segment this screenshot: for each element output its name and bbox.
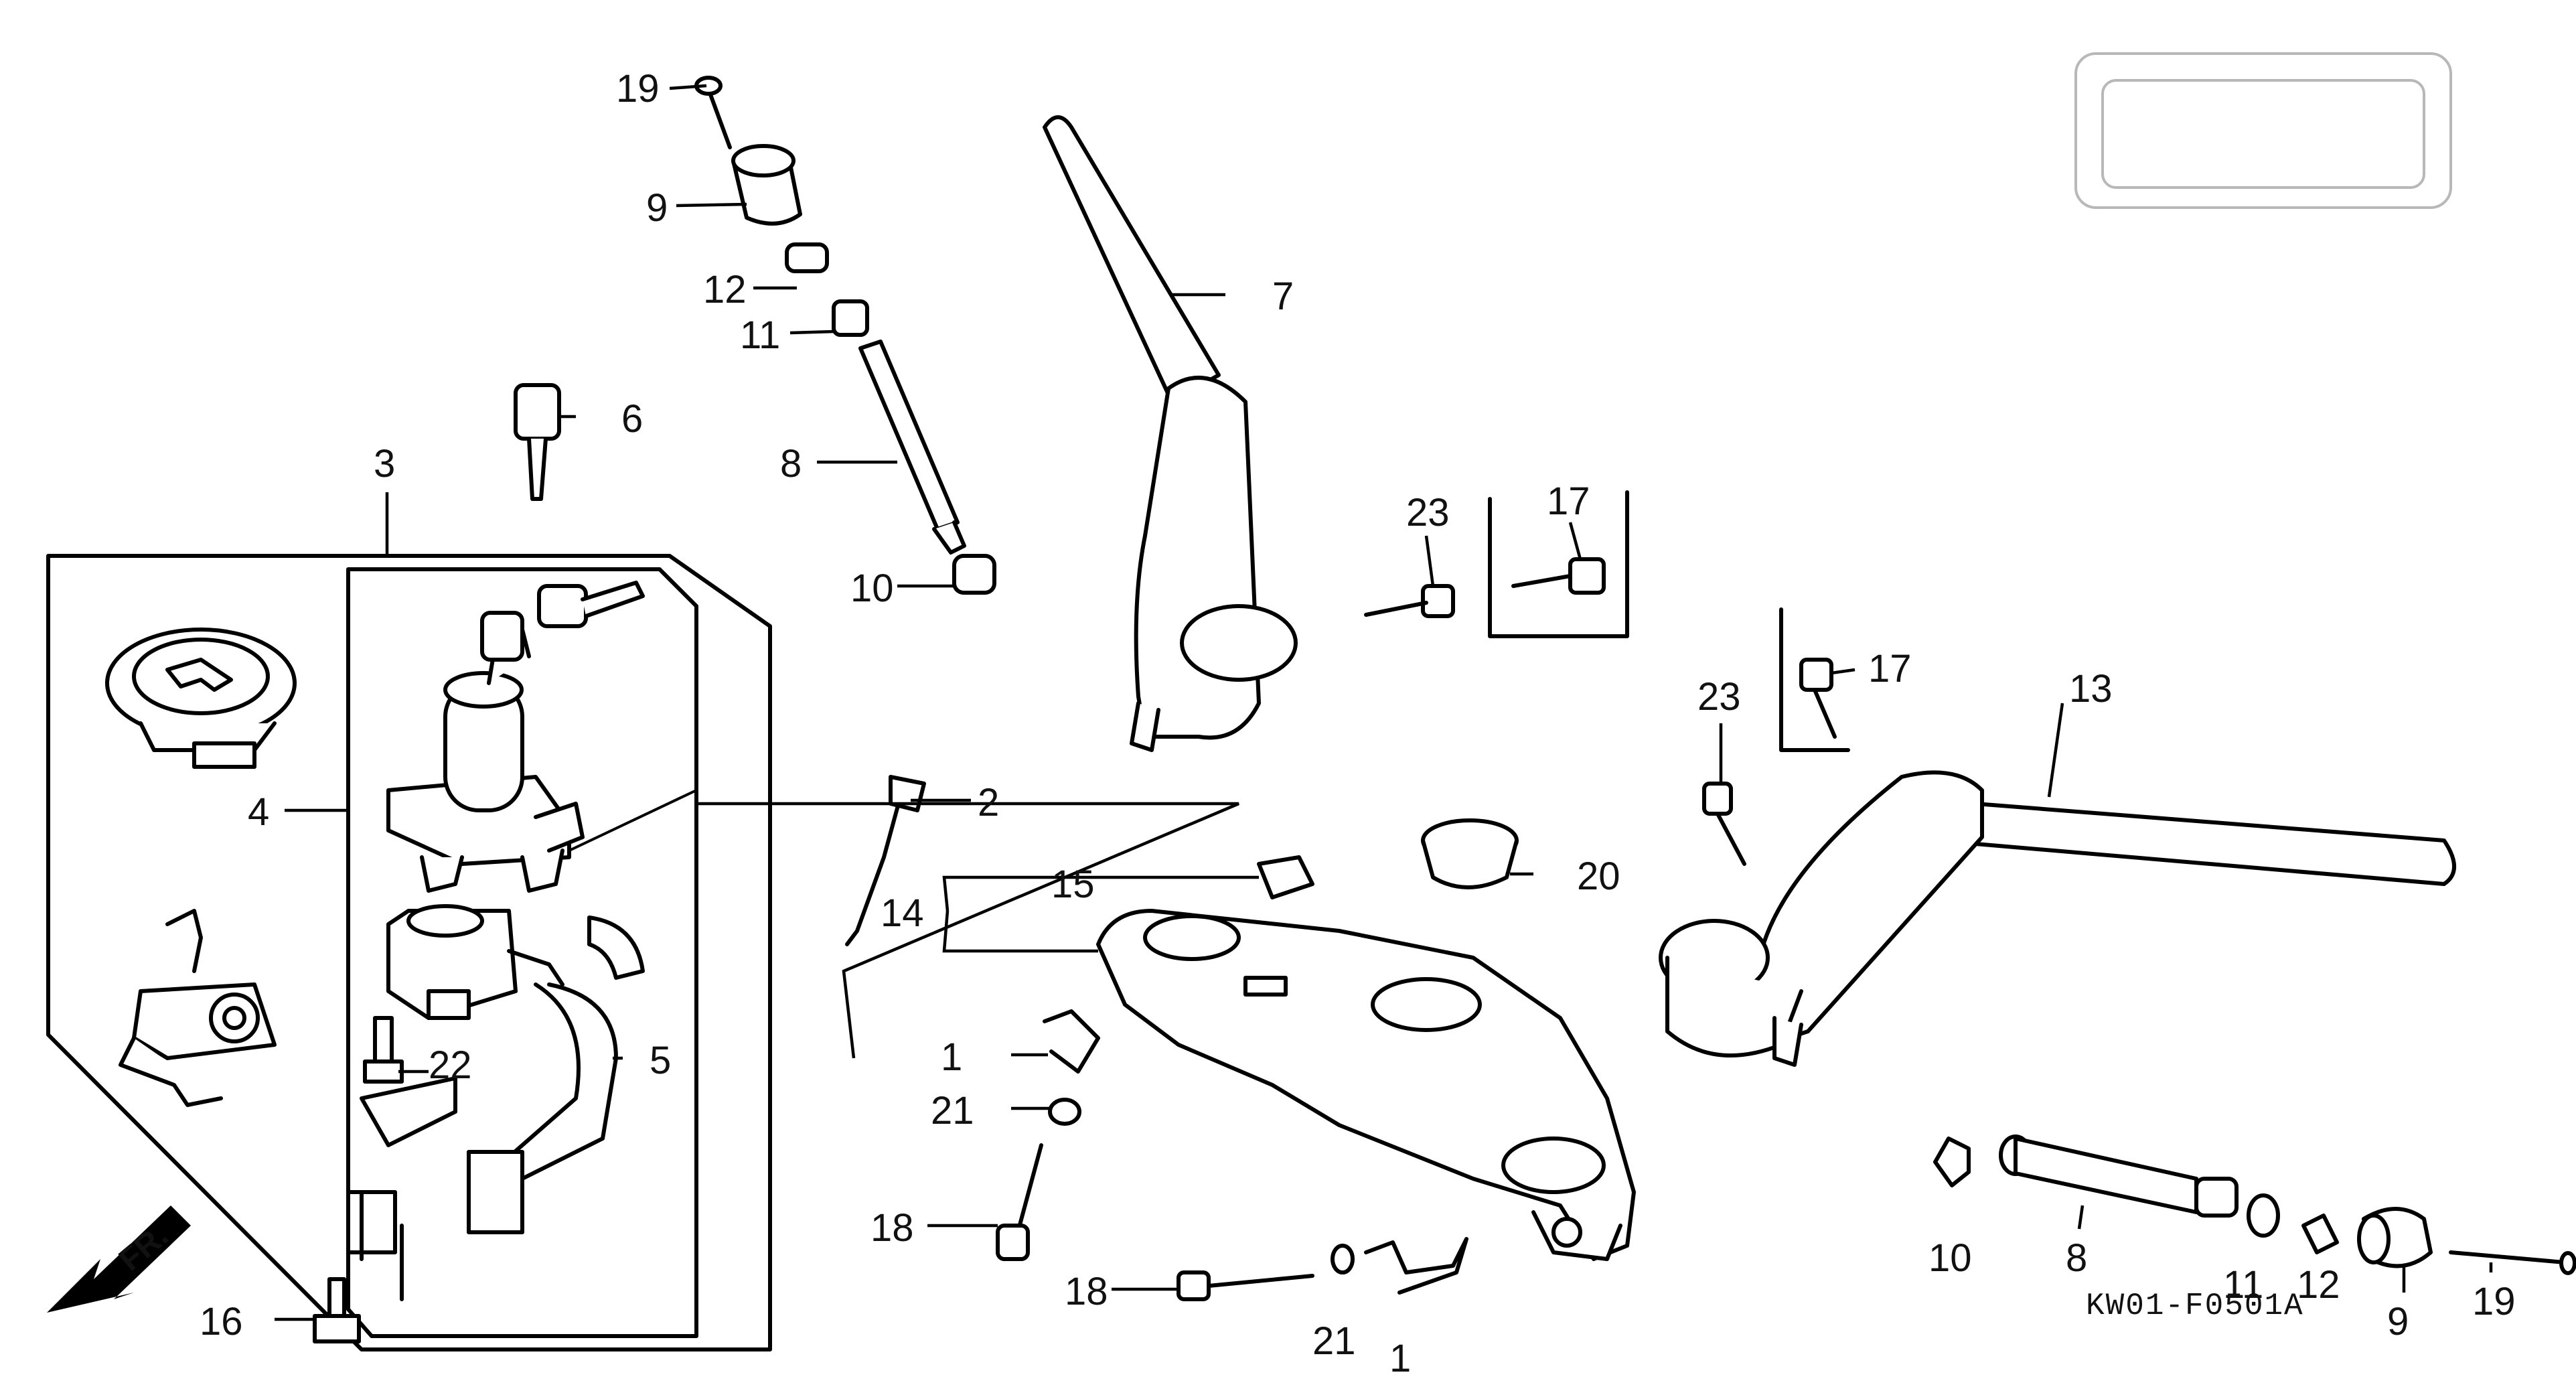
fuel-cap-part bbox=[105, 628, 297, 769]
callout-11-top: 11 bbox=[740, 313, 780, 357]
ignition-switch-part bbox=[386, 581, 697, 893]
kit-outline-3 bbox=[46, 492, 772, 1351]
callout-8-top: 8 bbox=[780, 442, 802, 486]
callout-23-left: 23 bbox=[1406, 491, 1450, 534]
callout-9-right: 9 bbox=[2387, 1300, 2409, 1343]
callout-22: 22 bbox=[429, 1043, 472, 1087]
clip-1-upper-part bbox=[1043, 1009, 1100, 1074]
callout-9-top: 9 bbox=[646, 186, 668, 230]
callout-18-upper: 18 bbox=[870, 1206, 914, 1250]
callout-20: 20 bbox=[1577, 855, 1620, 898]
callout-13: 13 bbox=[2069, 667, 2113, 711]
callout-16: 16 bbox=[200, 1300, 243, 1343]
bolt-22-part bbox=[363, 1016, 404, 1084]
background-stamp bbox=[2074, 52, 2452, 209]
left-handlebar-part bbox=[1043, 115, 1298, 752]
callout-14: 14 bbox=[881, 891, 924, 935]
right-handlebar-part bbox=[1659, 770, 2456, 1067]
callout-10-top: 10 bbox=[850, 567, 894, 610]
washer-21-lower-part bbox=[1331, 1244, 1355, 1274]
top-bridge-part bbox=[1096, 909, 1636, 1261]
callout-2: 2 bbox=[978, 781, 999, 824]
callout-17-left: 17 bbox=[1547, 480, 1590, 523]
handle-lock-part bbox=[346, 904, 645, 1301]
callout-7: 7 bbox=[1272, 275, 1294, 318]
bolt-16-part bbox=[313, 1277, 361, 1343]
callout-15: 15 bbox=[1051, 863, 1095, 906]
callout-1-upper: 1 bbox=[941, 1035, 962, 1079]
clip-1-lower-part bbox=[1364, 1237, 1468, 1295]
callout-3: 3 bbox=[374, 442, 395, 486]
bolt-23-left-part bbox=[1364, 584, 1455, 618]
callout-5: 5 bbox=[650, 1039, 671, 1082]
key-6-part bbox=[514, 383, 561, 501]
seat-lock-part bbox=[119, 909, 277, 1107]
callout-21-lower: 21 bbox=[1312, 1319, 1356, 1363]
handle-weight-left bbox=[694, 76, 996, 595]
callout-11-right: 11 bbox=[2223, 1263, 2263, 1307]
bolt-23-right-part bbox=[1702, 782, 1746, 866]
callout-10-right: 10 bbox=[1928, 1236, 1972, 1280]
grommet-15-part bbox=[1257, 855, 1314, 899]
leader-lines bbox=[275, 84, 2493, 1321]
front-direction-arrow: FR. bbox=[47, 1205, 191, 1313]
callout-21-upper: 21 bbox=[931, 1089, 974, 1132]
callout-18-lower: 18 bbox=[1065, 1270, 1108, 1313]
bolt-18-upper-part bbox=[996, 1143, 1043, 1261]
wire-clip-2-part bbox=[845, 775, 926, 946]
bolt-17-left-part bbox=[1488, 490, 1629, 638]
bolt-17-right-part bbox=[1779, 607, 1850, 752]
callout-23-right: 23 bbox=[1697, 675, 1741, 719]
washer-21-upper-part bbox=[1048, 1098, 1081, 1126]
callout-4: 4 bbox=[248, 790, 269, 834]
drawing-code: KW01-F0501A bbox=[2086, 1289, 2304, 1323]
bolt-18-lower-part bbox=[1177, 1270, 1314, 1301]
callout-12-top: 12 bbox=[703, 268, 747, 311]
callout-19-right: 19 bbox=[2472, 1280, 2516, 1323]
cap-20-part bbox=[1421, 818, 1519, 889]
callout-1-lower: 1 bbox=[1389, 1337, 1411, 1380]
callout-8-right: 8 bbox=[2066, 1236, 2087, 1280]
handle-weight-right bbox=[1933, 1134, 2576, 1275]
callout-6: 6 bbox=[621, 397, 643, 441]
callout-labels: 19 9 12 11 8 10 6 3 4 22 5 16 7 2 15 14 … bbox=[200, 67, 2516, 1380]
callout-19-top: 19 bbox=[616, 67, 660, 111]
callout-17-right: 17 bbox=[1868, 647, 1912, 690]
callout-12-right: 12 bbox=[2297, 1263, 2340, 1307]
